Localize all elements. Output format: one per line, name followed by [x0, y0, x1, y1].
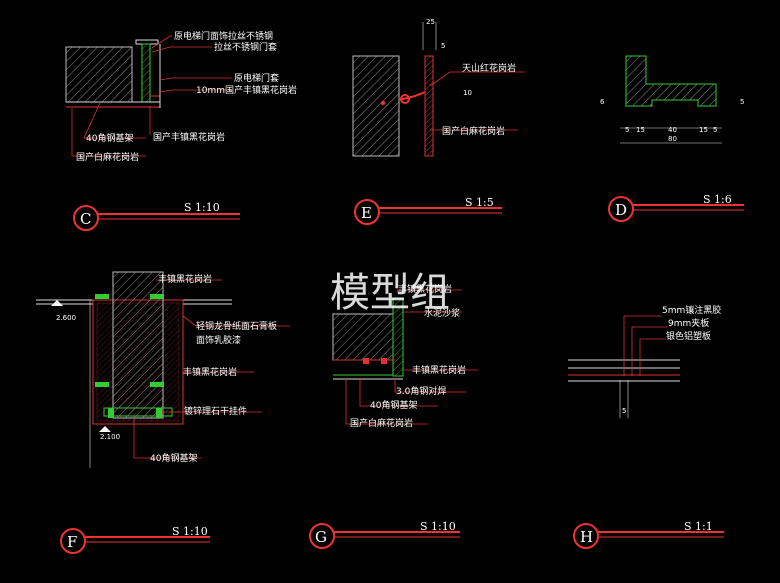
label-g-6: 国产白麻花岗岩: [350, 417, 413, 429]
dim-d-5: 5: [713, 126, 717, 134]
label-c-5: 40角钢基架: [86, 132, 133, 144]
tag-e: E: [361, 204, 372, 222]
label-f-1: 丰镇黑花岗岩: [158, 273, 212, 285]
scale-f: S 1:10: [172, 525, 208, 538]
wall-e: [352, 55, 400, 157]
mortar-g: [392, 297, 404, 377]
scale-c: S 1:10: [184, 201, 220, 214]
scale-e: S 1:5: [465, 196, 494, 209]
dim-e-10: 10: [463, 89, 472, 97]
detail-h: 5 5mm镶注黑胶 9mm夹板 银色铝塑板 H S 1:1: [568, 304, 724, 549]
level-f-1: 2.600: [56, 314, 76, 322]
scale-g: S 1:10: [420, 520, 456, 533]
dim-d-1: 5: [625, 126, 629, 134]
label-c-7: 国产白麻花岗岩: [76, 151, 139, 163]
dim-d-3: 40: [668, 126, 677, 134]
label-e-2: 国产白麻花岗岩: [442, 125, 505, 137]
label-f-4: 丰镇黑花岗岩: [183, 366, 237, 378]
label-g-1: 丰镇黑花岗岩: [398, 283, 452, 295]
steel-frame: [141, 43, 151, 103]
label-f-5: 镀锌理石干挂件: [184, 405, 247, 417]
label-f-6: 40角钢基架: [150, 452, 197, 464]
tag-h: H: [580, 528, 593, 546]
anchor-e: [398, 91, 426, 101]
dim-e-5: 5: [441, 42, 445, 50]
dim-d-7: 6: [600, 98, 605, 106]
scale-h: S 1:1: [684, 520, 713, 533]
leaders-c: [71, 35, 232, 157]
dim-d-8: 5: [740, 98, 744, 106]
label-c-2: 拉丝不锈钢门套: [214, 41, 277, 53]
label-c-6: 国产丰镇黑花岗岩: [153, 131, 225, 143]
label-g-5: 40角钢基架: [370, 399, 417, 411]
scale-d: S 1:6: [703, 193, 732, 206]
tag-f: F: [67, 533, 77, 551]
label-g-3: 丰镇黑花岗岩: [412, 364, 466, 376]
watermark: 模型组: [330, 270, 450, 316]
detail-c: 原电梯门面饰拉丝不锈钢 拉丝不锈钢门套 原电梯门套 10mm国产丰镇黑花岗岩 4…: [65, 30, 297, 231]
label-f-3: 面饰乳胶漆: [196, 334, 241, 346]
clips-f: [95, 294, 164, 418]
label-g-2: 水泥沙浆: [424, 307, 460, 319]
level-f-2: 2.100: [100, 433, 120, 441]
stone-block-g: [332, 313, 394, 361]
label-f-2: 轻钢龙骨纸面石膏板: [196, 320, 277, 332]
detail-e: 25 5 10 天山红花岗岩 国产白麻花岗岩 E S 1:5: [352, 18, 525, 225]
detail-g: 丰镇黑花岗岩 水泥沙浆 丰镇黑花岗岩 3.0角钢对焊 40角钢基架 国产白麻花岗…: [309, 283, 478, 549]
dim-h-5: 5: [622, 407, 626, 415]
wall-section: [65, 46, 133, 103]
column-f: [112, 271, 164, 419]
label-g-4: 3.0角钢对焊: [396, 385, 446, 397]
label-e-1: 天山红花岗岩: [462, 62, 516, 74]
tag-c: C: [80, 210, 91, 228]
label-c-1: 原电梯门面饰拉丝不锈钢: [174, 30, 273, 42]
label-c-4: 10mm国产丰镇黑花岗岩: [196, 84, 297, 96]
dim-d-2: 15: [636, 126, 645, 134]
door-cover: [135, 39, 159, 45]
label-c-3: 原电梯门套: [234, 72, 279, 84]
dim-d-4: 15: [699, 126, 708, 134]
label-h-3: 银色铝塑板: [666, 330, 711, 342]
detail-d: 5 15 40 15 5 80 6 5 D S 1:6: [600, 55, 744, 222]
tag-d: D: [615, 201, 627, 219]
label-h-1: 5mm镶注黑胶: [662, 304, 721, 316]
detail-f: 2.600 2.100 丰镇黑花岗岩 轻钢龙骨纸面石膏板 面饰乳胶漆 丰镇黑花岗…: [36, 271, 290, 554]
profile-d: [625, 55, 717, 107]
tag-c-circle: [73, 205, 99, 231]
stone-panel-e: [424, 55, 434, 157]
label-h-2: 9mm夹板: [668, 317, 709, 329]
dim-e-25: 25: [426, 18, 435, 26]
dim-d-6: 80: [668, 135, 677, 143]
tag-g: G: [315, 528, 327, 546]
